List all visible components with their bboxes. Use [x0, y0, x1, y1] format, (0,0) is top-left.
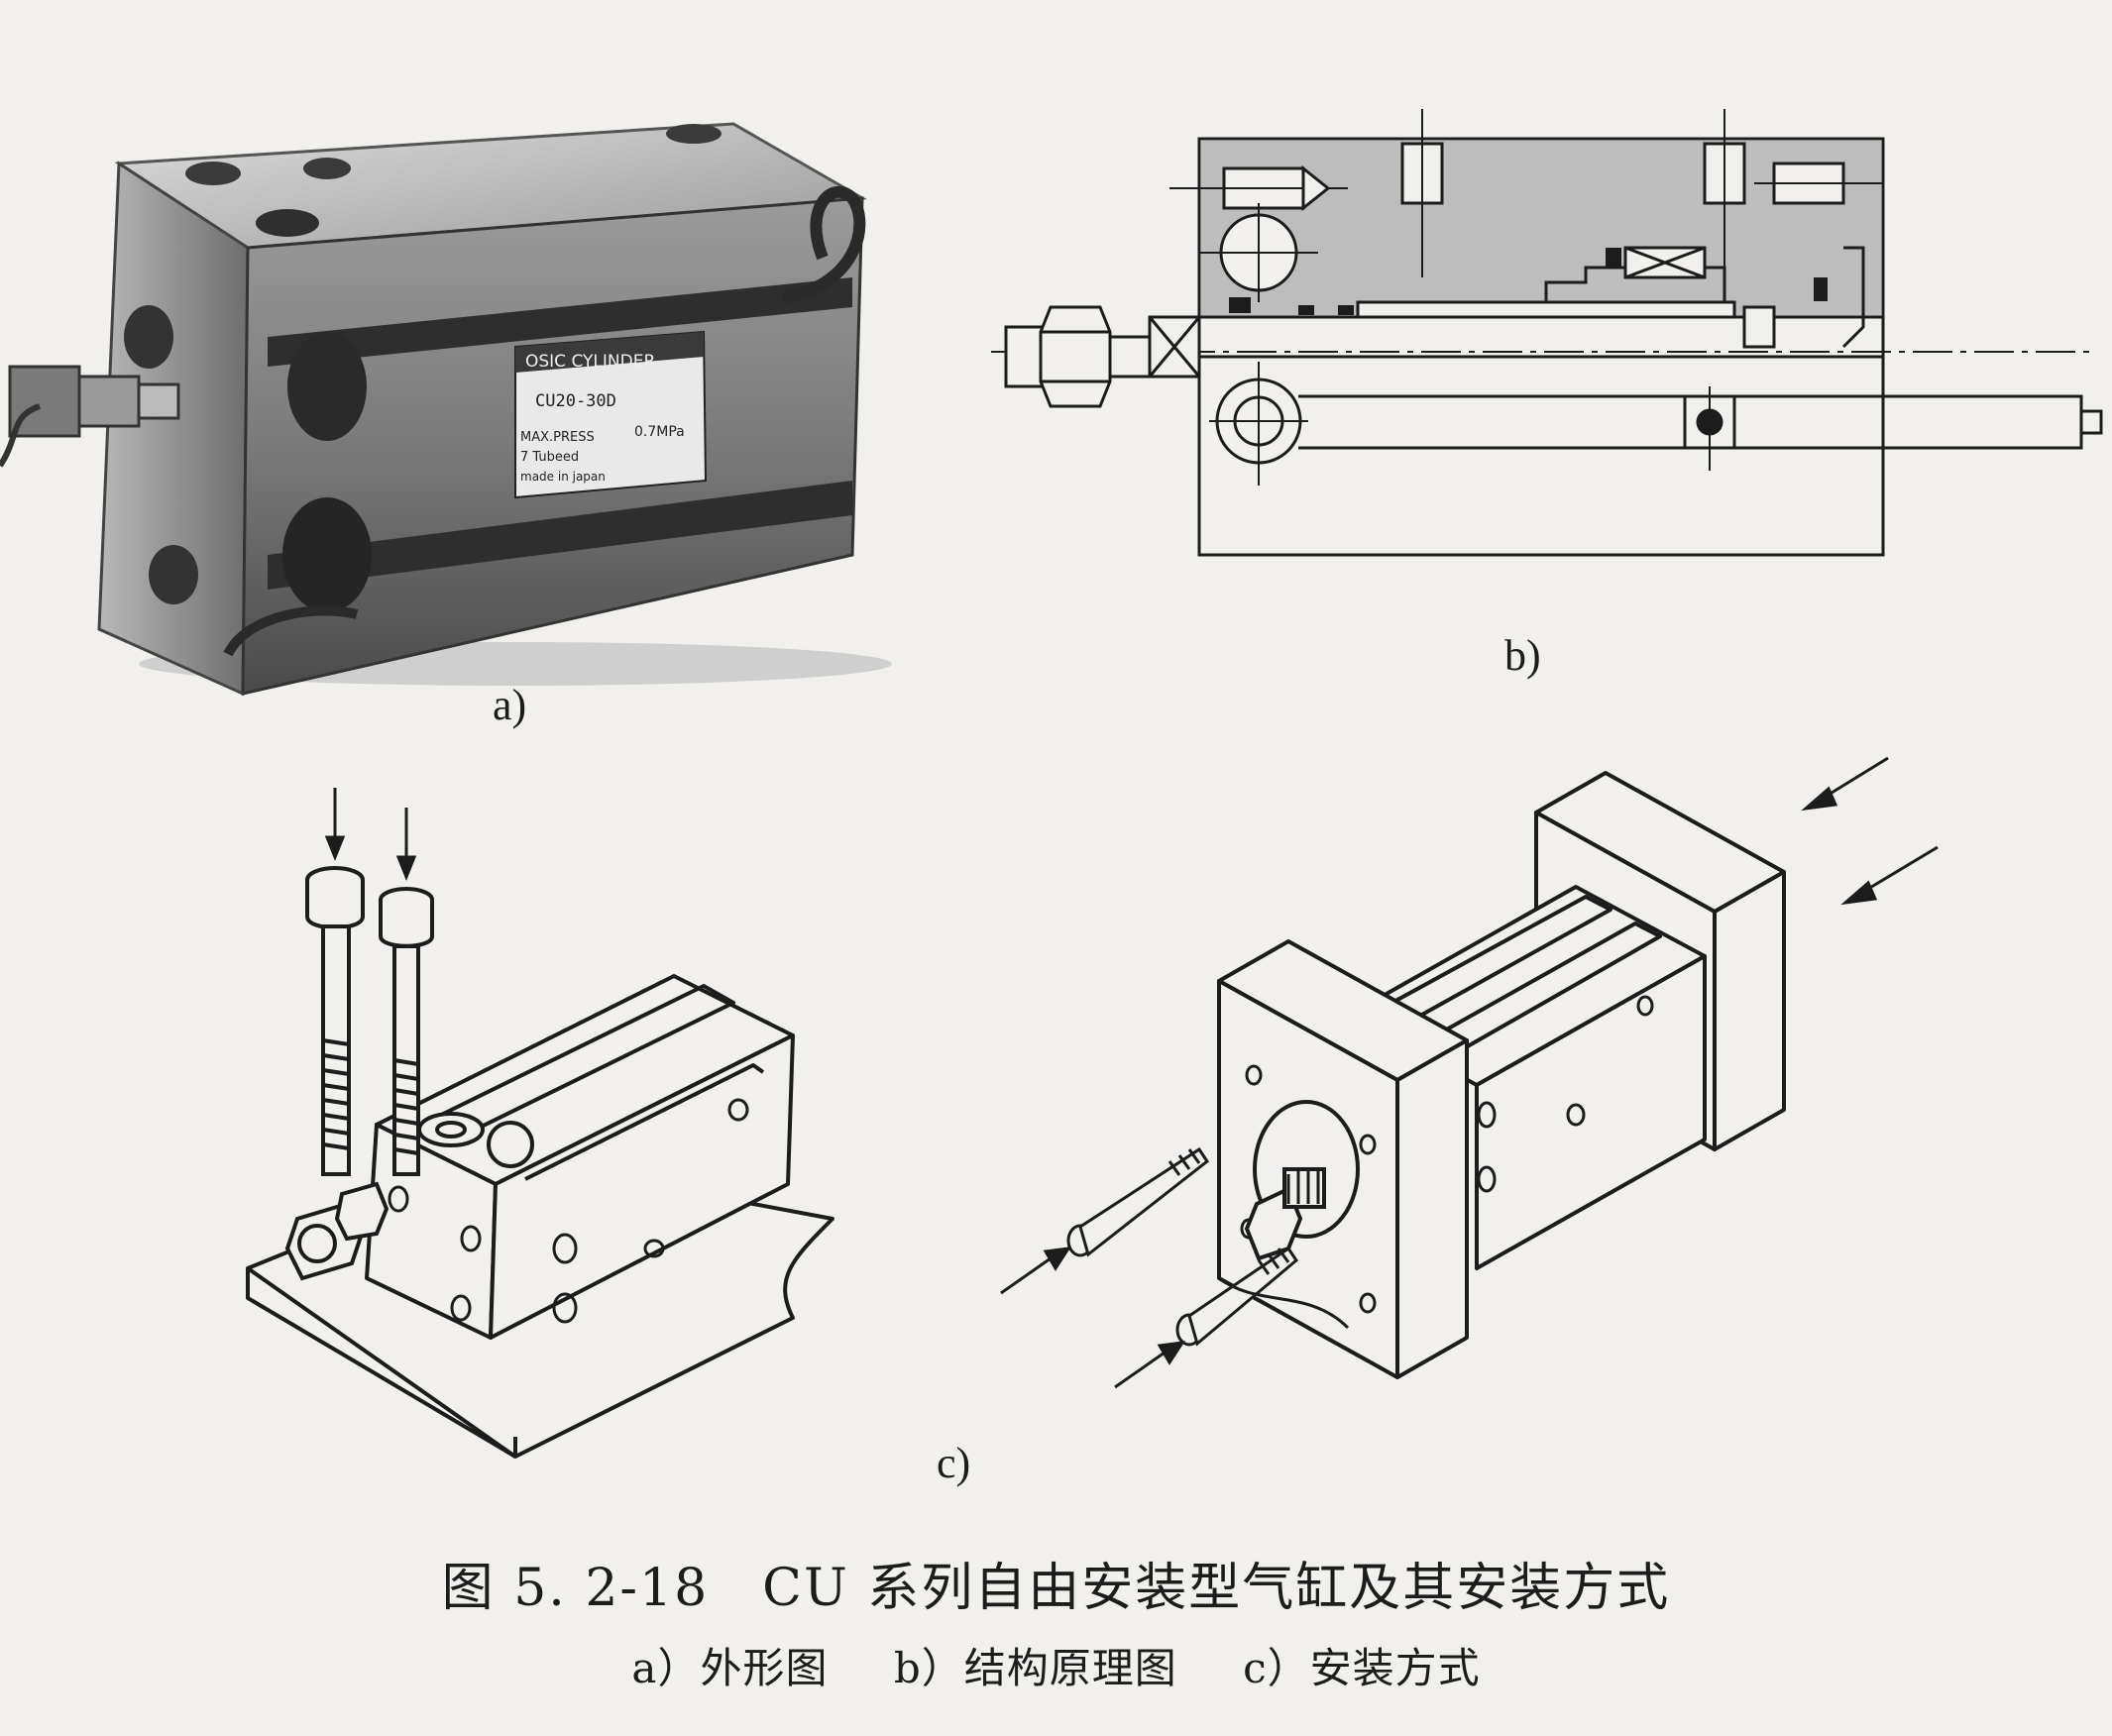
- nameplate-origin: made in japan: [520, 470, 606, 484]
- caption-sub-c: c）安装方式: [1243, 1644, 1481, 1692]
- panel-c-left-drawing: [238, 783, 872, 1459]
- caption-sub-a: a）外形图: [631, 1644, 829, 1692]
- nameplate-lube: 7 Tubeed: [520, 450, 579, 465]
- panel-a-label: a): [493, 681, 527, 729]
- cylinder-photo-image: OSIC CYLINDER CU20-30D MAX.PRESS 0.7MPa …: [0, 122, 892, 697]
- caption-sub-b: b）结构原理图: [893, 1644, 1177, 1692]
- nameplate-model: CU20-30D: [535, 391, 616, 411]
- panel-a-photo: OSIC CYLINDER CU20-30D MAX.PRESS 0.7MPa …: [0, 122, 932, 697]
- figure-caption-subtitles: a）外形图 b）结构原理图 c）安装方式: [0, 1635, 2112, 1695]
- panel-b-section-drawing: [971, 99, 2111, 575]
- plate-mount-svg: [246, 788, 834, 1459]
- panel-c-label: c): [937, 1439, 971, 1487]
- nameplate-pressure: 0.7MPa: [634, 424, 685, 440]
- figure-caption-title: 图 5. 2-18 CU 系列自由安装型气缸及其安装方式: [441, 1559, 1671, 1618]
- section-drawing-svg: [991, 109, 2103, 557]
- nameplate-brand: OSIC CYLINDER: [525, 352, 655, 372]
- nameplate-max-press: MAX.PRESS: [520, 430, 595, 445]
- panel-c-right-drawing: [991, 753, 1943, 1389]
- panel-b-label: b): [1504, 631, 1541, 680]
- flange-mount-svg: [1000, 756, 1939, 1389]
